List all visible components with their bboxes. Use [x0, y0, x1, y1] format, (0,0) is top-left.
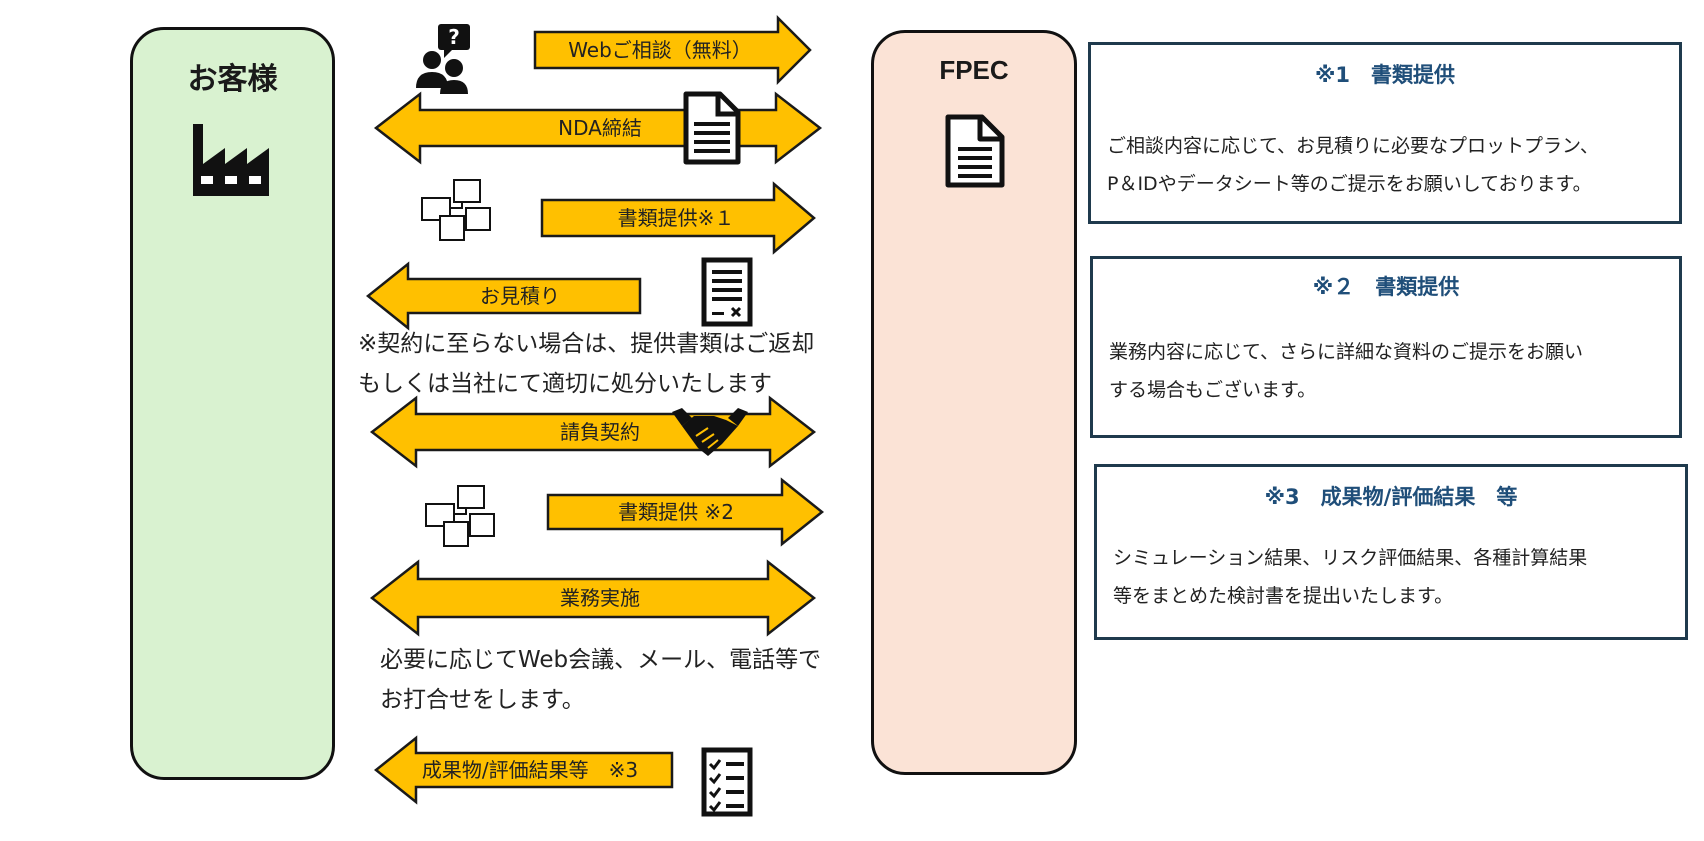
note-2-line: 業務内容に応じて、さらに詳細な資料のご提示をお願い — [1109, 341, 1584, 363]
estimate-note-line: ※契約に至らない場合は、提供書類はご返却 — [358, 331, 815, 357]
papers-icon — [421, 179, 491, 241]
flow-arrow-3-label: 書類提供※１ — [618, 206, 735, 230]
note-3-title: ※3 成果物/評価結果 等 — [1264, 485, 1518, 509]
flow-arrow-1 — [533, 14, 812, 86]
flow-arrow-5-label: 請負契約 — [560, 420, 640, 444]
note-1-box: ※1 書類提供 ご相談内容に応じて、お見積りに必要なプロットプラン、 P＆IDや… — [1088, 42, 1682, 224]
papers-icon-2 — [425, 485, 495, 547]
svg-text:?: ? — [448, 25, 460, 49]
customer-lane-title: お客様 — [187, 62, 278, 97]
flow-arrow-6 — [546, 477, 825, 547]
note-3-line: シミュレーション結果、リスク評価結果、各種計算結果 — [1113, 547, 1588, 569]
nda-document-icon — [683, 91, 741, 165]
work-note-line: お打合せをします。 — [380, 687, 585, 713]
consultation-icon: ? — [416, 24, 470, 94]
fpec-lane: FPEC — [871, 30, 1077, 775]
flow-arrow-2-label: NDA締結 — [558, 116, 642, 140]
note-2-line: する場合もございます。 — [1109, 379, 1317, 401]
flow-arrow-3 — [540, 181, 816, 255]
flow-arrow-7 — [369, 559, 817, 637]
note-1-line: ご相談内容に応じて、お見積りに必要なプロットプラン、 — [1107, 135, 1599, 157]
note-1-line: P＆IDやデータシート等のご提示をお願いしております。 — [1107, 173, 1592, 195]
checklist-icon — [701, 747, 753, 817]
note-2-title: ※２ 書類提供 — [1312, 275, 1460, 299]
note-3-line: 等をまとめた検討書を提出いたします。 — [1113, 585, 1454, 607]
fpec-lane-title: FPEC — [939, 55, 1009, 85]
flow-arrow-1-label: Webご相談（無料） — [568, 38, 752, 62]
flow-arrow-8-label: 成果物/評価結果等 ※3 — [422, 758, 638, 782]
flow-arrow-7-label: 業務実施 — [560, 586, 640, 610]
work-note: 必要に応じてWeb会議、メール、電話等で お打合せをします。 — [380, 640, 821, 720]
document-icon — [945, 114, 1005, 188]
estimate-icon — [701, 257, 753, 327]
note-3-box: ※3 成果物/評価結果 等 シミュレーション結果、リスク評価結果、各種計算結果 … — [1094, 464, 1688, 640]
work-note-line: 必要に応じてWeb会議、メール、電話等で — [380, 647, 822, 673]
flow-arrow-6-label: 書類提供 ※2 — [618, 500, 734, 524]
estimate-note: ※契約に至らない場合は、提供書類はご返却 もしくは当社にて適切に処分いたします — [358, 324, 814, 404]
estimate-note-line: もしくは当社にて適切に処分いたします — [358, 371, 772, 397]
handshake-icon — [672, 408, 748, 456]
customer-lane: お客様 — [130, 27, 335, 780]
note-2-body: 業務内容に応じて、さらに詳細な資料のご提示をお願い する場合もございます。 — [1109, 333, 1667, 409]
flow-arrow-8 — [373, 735, 674, 805]
note-1-title: ※1 書類提供 — [1314, 63, 1456, 87]
flow-arrow-4 — [365, 261, 642, 331]
factory-icon — [193, 124, 269, 196]
note-1-body: ご相談内容に応じて、お見積りに必要なプロットプラン、 P＆IDやデータシート等の… — [1107, 127, 1667, 203]
flow-arrow-4-label: お見積り — [480, 284, 560, 308]
note-2-box: ※２ 書類提供 業務内容に応じて、さらに詳細な資料のご提示をお願い する場合もご… — [1090, 256, 1682, 438]
note-3-body: シミュレーション結果、リスク評価結果、各種計算結果 等をまとめた検討書を提出いた… — [1113, 539, 1673, 615]
